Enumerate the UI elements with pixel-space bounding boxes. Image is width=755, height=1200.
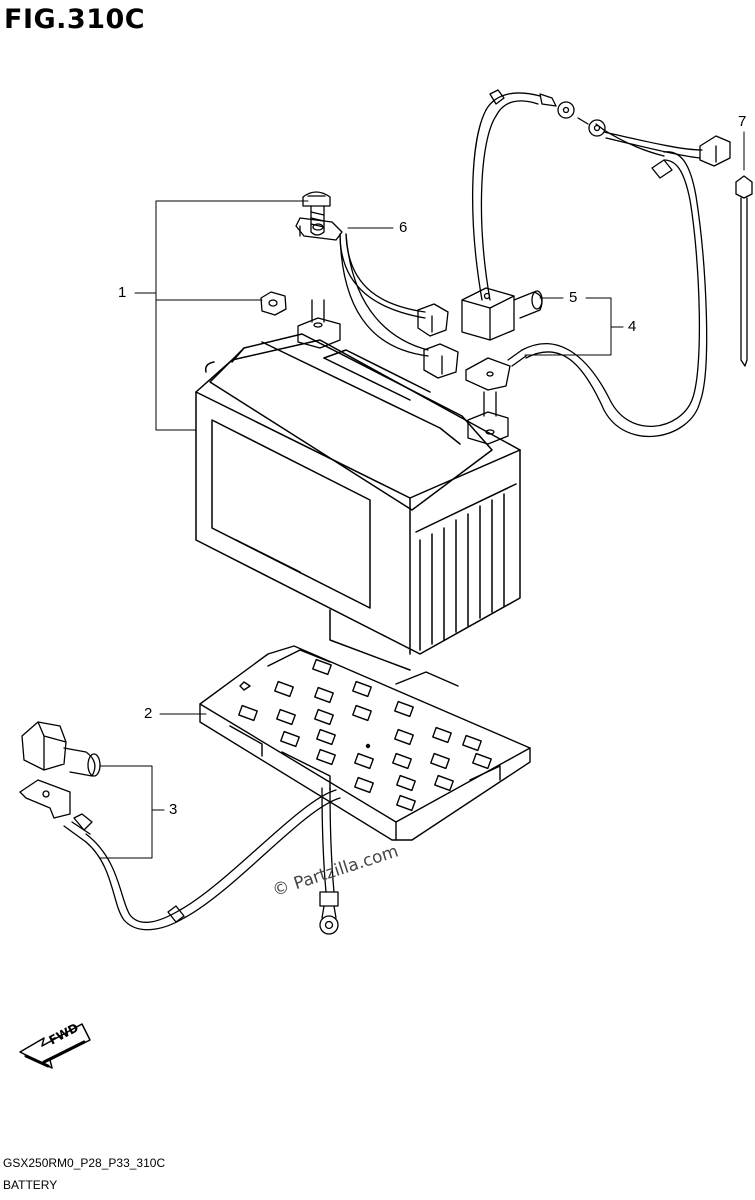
callout-2: 2 [144,705,153,722]
negative-cable [19,721,341,931]
ground-cable [319,787,339,935]
lead-wires [339,233,459,379]
terminal-bracket [295,217,343,241]
callout-1: 1 [118,284,127,301]
positive-cable [461,89,731,438]
battery-tray [199,645,531,841]
callout-5: 5 [569,289,578,306]
tray-slots [238,658,492,812]
bolt [302,191,331,236]
callout-6: 6 [399,219,408,236]
callout-7: 7 [738,113,747,130]
fwd-arrow-icon [19,1023,91,1069]
nut [260,291,287,316]
callout-3: 3 [169,801,178,818]
battery-terminal-right [467,391,509,445]
diagram-code: GSX250RM0_P28_P33_310C [3,1156,166,1170]
battery-terminal-left [297,299,341,349]
figure-title: FIG.310C [4,4,146,35]
diagram-name: BATTERY [3,1178,58,1192]
leader-lines [99,131,745,859]
battery [195,333,521,671]
callout-4: 4 [628,318,637,335]
cable-tie [735,175,753,367]
